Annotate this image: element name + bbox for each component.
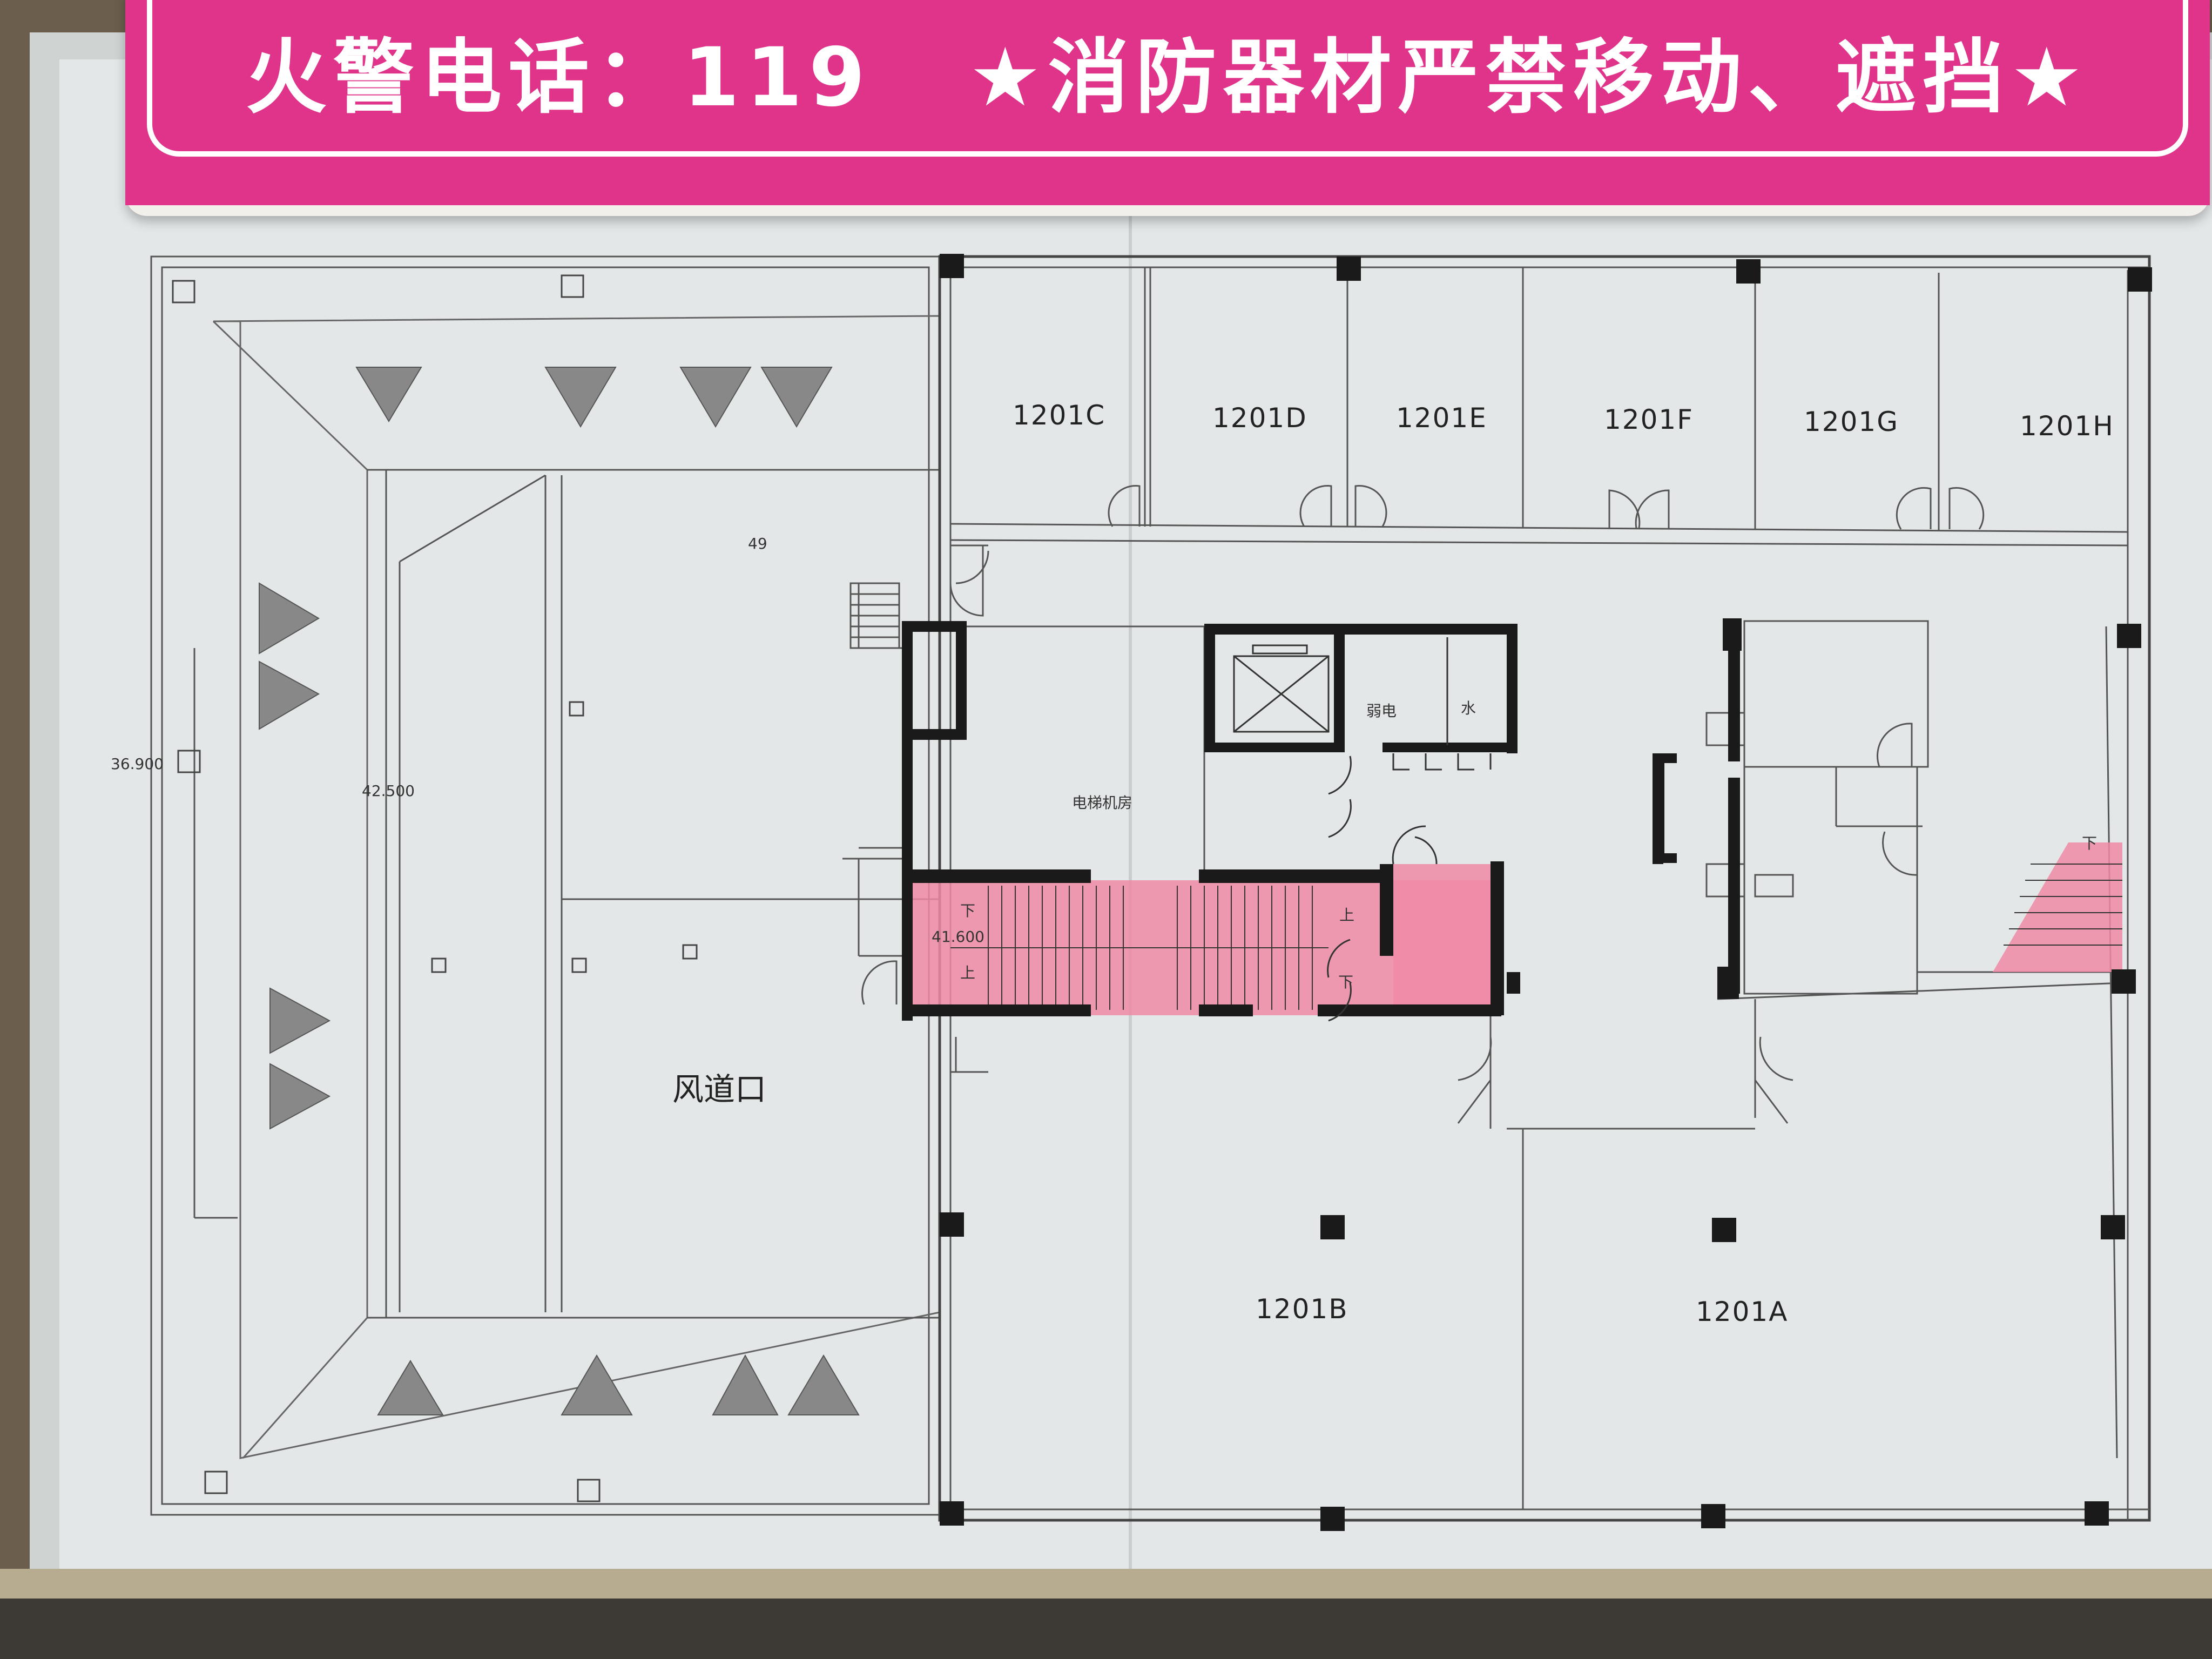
- paper-fold-line: [1129, 59, 1132, 1588]
- room-1201h: 1201H: [2020, 410, 2114, 442]
- frame-bottom-strip: [0, 1569, 2212, 1601]
- air-duct-label: 风道口: [672, 1071, 767, 1108]
- elevator-machine-room-label: 电梯机房: [1072, 794, 1133, 812]
- room-1201b: 1201B: [1256, 1293, 1348, 1325]
- elevation-left: 36.900: [111, 755, 164, 773]
- roof-vents: [259, 367, 860, 1415]
- room-1201d: 1201D: [1212, 402, 1307, 434]
- room-1201c: 1201C: [1013, 400, 1106, 431]
- water-room-label: 水: [1461, 699, 1476, 717]
- room-1201g: 1201G: [1804, 406, 1899, 437]
- stair-down-label: 下: [960, 902, 976, 920]
- dimension-49: 49: [748, 535, 767, 552]
- fire-warning-sign: 火警电话：119 ★消防器材严禁移动、遮挡★: [125, 0, 2210, 216]
- stair-up-label: 上: [960, 964, 976, 982]
- fire-phone-label: 火警电话：119: [245, 30, 872, 125]
- room-1201f: 1201F: [1604, 404, 1694, 435]
- wall-edge: [0, 1599, 2212, 1659]
- stair-down-label-2: 下: [1338, 973, 1354, 991]
- structural-pillars: [940, 254, 2152, 1531]
- elevation-mid: 42.500: [362, 782, 415, 800]
- elevation-stair: 41.600: [932, 928, 984, 946]
- warning-text: ★消防器材严禁移动、遮挡★: [969, 30, 2090, 125]
- floor-plan-paper: [59, 59, 2212, 1588]
- stair-up-label-2: 上: [1339, 906, 1355, 924]
- weak-current-room-label: 弱电: [1366, 702, 1397, 720]
- stair-down-label-3: 下: [2082, 834, 2098, 852]
- elevator-shaft: [1233, 644, 1330, 733]
- room-1201a: 1201A: [1696, 1296, 1789, 1327]
- room-1201e: 1201E: [1396, 402, 1487, 434]
